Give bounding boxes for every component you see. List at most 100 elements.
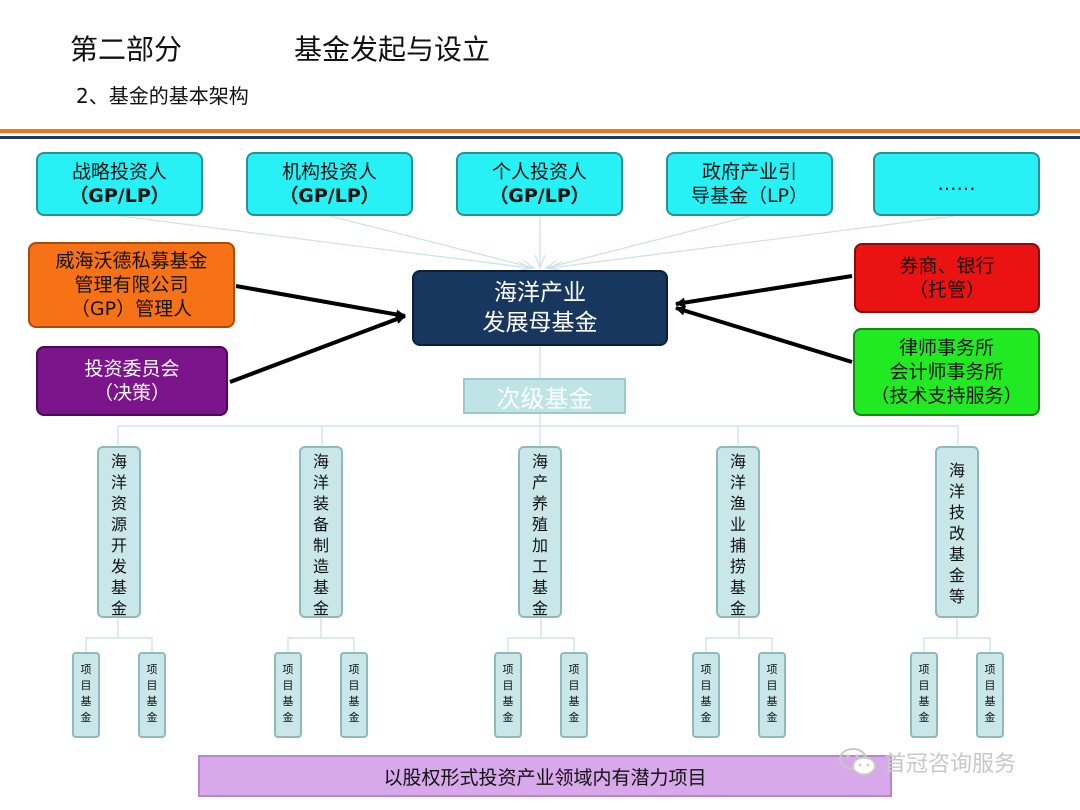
project-fund-char: 金 xyxy=(700,711,712,724)
arrow-manager xyxy=(235,284,406,320)
project-fund-char: 目 xyxy=(918,679,930,692)
sub-fund-char: 金 xyxy=(312,599,329,618)
sub-fund-char: 备 xyxy=(312,515,329,534)
sub-fund-char: 海 xyxy=(110,452,127,471)
project-fund-char: 金 xyxy=(568,711,580,724)
sub-fund-label: 次级基金 xyxy=(463,378,626,414)
custody-box: 券商、银行 （托管） xyxy=(854,243,1040,313)
mother-fund-line1: 海洋产业 xyxy=(494,280,586,306)
sub-fund-char: 改 xyxy=(948,524,965,543)
sub-fund-char: 养 xyxy=(531,494,548,513)
sub-fund-fishery: 海 洋 渔 业 捕 捞 基 金 xyxy=(716,446,760,618)
project-fund-char: 目 xyxy=(984,679,996,692)
investor-strategic-name: 战略投资人 xyxy=(71,161,167,183)
sub-fund-char: 基 xyxy=(531,578,548,597)
project-fund-box: 项目基金 xyxy=(976,652,1004,738)
project-fund-char: 基 xyxy=(918,695,930,708)
project-fund-char: 基 xyxy=(766,695,778,708)
project-fund-char: 金 xyxy=(766,711,778,724)
section-subtitle: 2、基金的基本架构 xyxy=(76,84,249,108)
investor-others-label: …… xyxy=(937,173,976,195)
mother-fund-line2: 发展母基金 xyxy=(482,310,598,336)
investment-committee-box: 投资委员会 （决策） xyxy=(36,346,228,416)
sub-fund-char: 基 xyxy=(729,578,746,597)
project-fund-box: 项目基金 xyxy=(758,652,786,738)
project-fund-char: 基 xyxy=(282,695,294,708)
sub-fund-aquaculture: 海 产 养 殖 加 工 基 金 xyxy=(518,446,562,618)
investor-institutional-role: （GP/LP） xyxy=(279,185,380,207)
custody-line1: 券商、银行 xyxy=(899,255,995,277)
page-title: 第二部分 基金发起与设立 xyxy=(70,33,491,66)
investor-individual-role: （GP/LP） xyxy=(489,185,590,207)
project-fund-char: 项 xyxy=(984,663,996,676)
sub-fund-char: 金 xyxy=(110,599,127,618)
sub-fund-char: 造 xyxy=(312,557,329,576)
sub-fund-char: 金 xyxy=(531,599,548,618)
header-rule-orange xyxy=(0,129,1080,133)
fund-manager-line1: 威海沃德私募基金 xyxy=(55,250,208,272)
sub-fund-tech-upgrade: 海 洋 技 改 基 金 等 xyxy=(935,446,979,618)
sub-fund-char: 殖 xyxy=(531,515,548,534)
investor-government: 政府产业引 导基金（LP） xyxy=(666,152,833,216)
sub-fund-char: 捞 xyxy=(729,557,746,576)
tree-lines xyxy=(85,346,991,652)
watermark-text: 首冠咨询服务 xyxy=(884,752,1017,777)
services-box: 律师事务所 会计师事务所 （技术支持服务） xyxy=(853,328,1040,416)
project-fund-char: 金 xyxy=(80,711,92,724)
sub-fund-resource-dev: 海 洋 资 源 开 发 基 金 xyxy=(97,446,141,618)
sub-fund-char: 资 xyxy=(110,494,127,513)
sub-fund-char: 洋 xyxy=(312,473,329,492)
investment-scope-bar: 以股权形式投资产业领域内有潜力项目 xyxy=(198,755,892,797)
investor-institutional-name: 机构投资人 xyxy=(281,161,377,183)
sub-fund-char: 技 xyxy=(948,503,965,522)
arrow-institutional xyxy=(329,215,534,268)
sub-fund-char: 基 xyxy=(110,578,127,597)
project-fund-char: 金 xyxy=(984,711,996,724)
fund-manager-box: 威海沃德私募基金 管理有限公司 （GP）管理人 xyxy=(28,242,235,328)
project-fund-char: 项 xyxy=(348,663,360,676)
sub-fund-char: 洋 xyxy=(729,473,746,492)
project-fund-char: 项 xyxy=(80,663,92,676)
investment-committee-line1: 投资委员会 xyxy=(84,358,180,380)
arrow-others xyxy=(550,215,956,268)
project-fund-char: 项 xyxy=(146,663,158,676)
project-fund-char: 基 xyxy=(348,695,360,708)
project-fund-box: 项目基金 xyxy=(494,652,522,738)
project-fund-char: 金 xyxy=(146,711,158,724)
investment-committee-line2: （决策） xyxy=(93,382,170,404)
project-fund-char: 项 xyxy=(766,663,778,676)
investor-government-line1: 政府产业引 xyxy=(701,161,797,183)
project-fund-char: 基 xyxy=(568,695,580,708)
mother-fund-box: 海洋产业 发展母基金 xyxy=(412,270,668,346)
investor-institutional: 机构投资人 （GP/LP） xyxy=(246,152,413,216)
project-fund-char: 目 xyxy=(700,679,712,692)
project-fund-char: 项 xyxy=(568,663,580,676)
side-arrows xyxy=(229,274,853,384)
sub-fund-char: 装 xyxy=(312,494,329,513)
sub-fund-char: 基 xyxy=(312,578,329,597)
services-line3: （技术支持服务） xyxy=(870,385,1023,407)
sub-fund-char: 渔 xyxy=(729,494,746,513)
sub-fund-char: 海 xyxy=(312,452,329,471)
investor-strategic: 战略投资人 （GP/LP） xyxy=(36,152,203,216)
project-fund-char: 项 xyxy=(502,663,514,676)
sub-fund-char: 海 xyxy=(531,452,548,471)
sub-fund-char: 开 xyxy=(110,536,127,555)
project-fund-char: 金 xyxy=(348,711,360,724)
project-fund-box: 项目基金 xyxy=(560,652,588,738)
investment-scope-label: 以股权形式投资产业领域内有潜力项目 xyxy=(383,766,707,789)
project-fund-char: 金 xyxy=(282,711,294,724)
project-fund-box: 项目基金 xyxy=(274,652,302,738)
sub-fund-char: 业 xyxy=(729,515,746,534)
project-fund-char: 项 xyxy=(282,663,294,676)
custody-line2: （托管） xyxy=(908,279,985,301)
arrow-committee xyxy=(229,314,406,384)
header-rule-navy xyxy=(0,136,1080,139)
project-fund-char: 项 xyxy=(918,663,930,676)
sub-fund-char: 基 xyxy=(948,545,965,564)
sub-fund-char: 海 xyxy=(729,452,746,471)
watermark: 首冠咨询服务 xyxy=(838,742,1068,782)
fund-manager-line2: 管理有限公司 xyxy=(74,274,189,296)
project-fund-char: 目 xyxy=(568,679,580,692)
